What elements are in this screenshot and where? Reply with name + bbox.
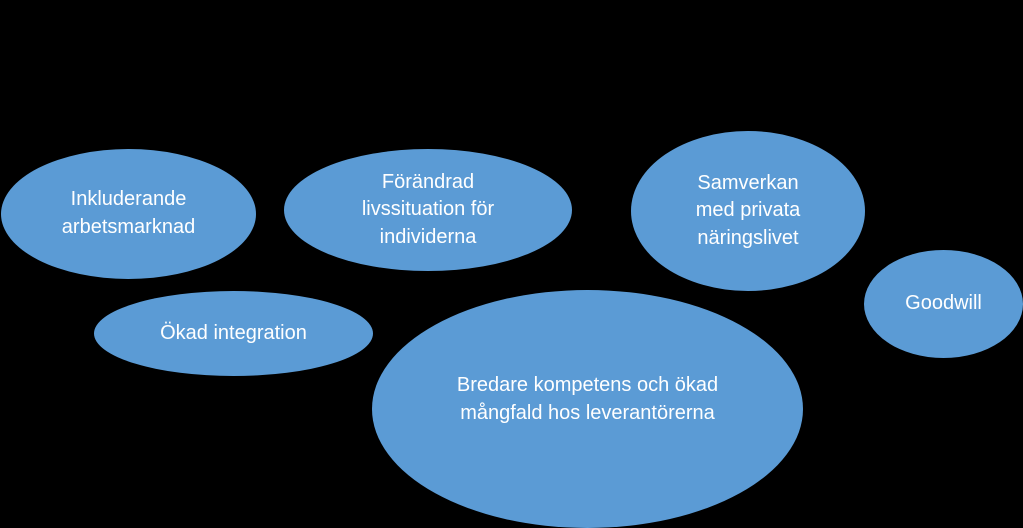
bubble-label: Goodwill (905, 292, 982, 315)
bubble-okad-integration: Ökad integration (94, 291, 373, 376)
bubble-bredare-kompetens: Bredare kompetens och ökad mångfald hos … (372, 290, 803, 528)
bubble-label: Inkluderande arbetsmarknad (61, 188, 196, 238)
bubble-inkluderande-arbetsmarknad: Inkluderande arbetsmarknad (1, 149, 256, 279)
bubble-label: Förändrad livssituation för individerna (361, 170, 495, 248)
bubble-label: Samverkan med privata näringslivet (695, 171, 801, 249)
bubble-goodwill: Goodwill (864, 250, 1023, 358)
bubble-forandrad-livssituation: Förändrad livssituation för individerna (284, 149, 572, 271)
bubble-label: Bredare kompetens och ökad mångfald hos … (456, 374, 719, 424)
bubble-samverkan-naringslivet: Samverkan med privata näringslivet (631, 131, 865, 291)
bubble-label: Ökad integration (160, 321, 307, 344)
